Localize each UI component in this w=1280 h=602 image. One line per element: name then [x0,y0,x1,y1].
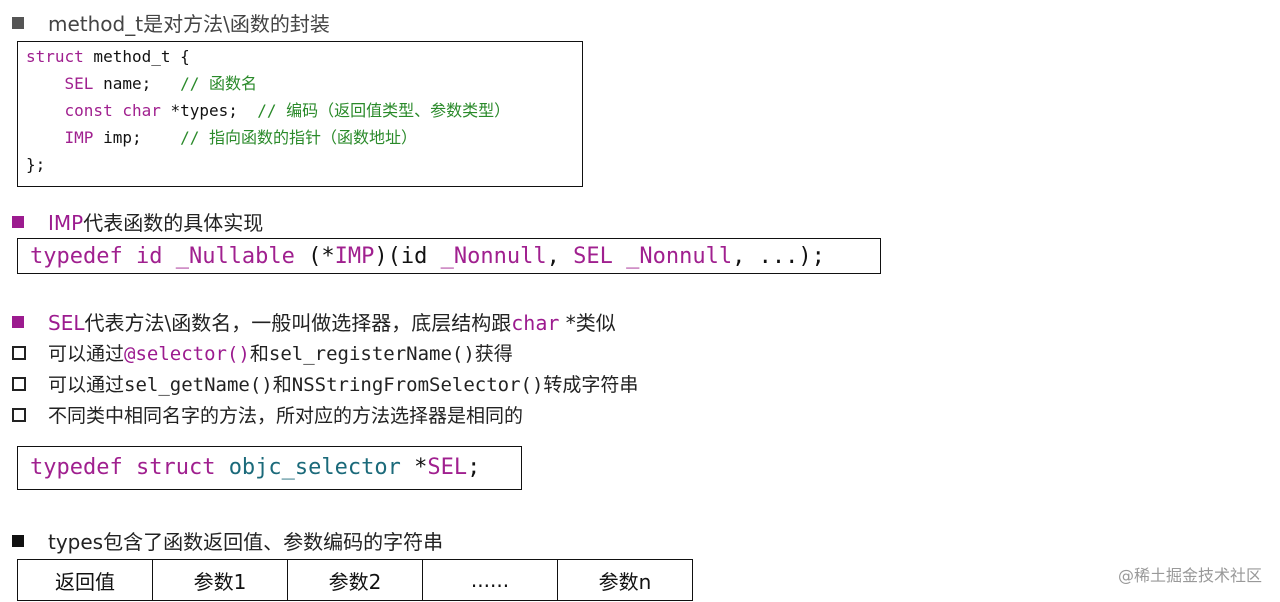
square-bullet-icon [12,534,24,547]
code-type: id [122,244,176,269]
bullet-text: 可以通过sel_getName()和NSStringFromSelector()… [48,370,638,397]
bullet-text-part: 获得 [474,343,513,365]
heading-types: types包含了函数返回值、参数编码的字符串 [12,526,443,555]
code-comment: // 函数名 [180,74,258,93]
bullet-text-part: 可以通过 [48,343,125,365]
bullet-text: 不同类中相同名字的方法，所对应的方法选择器是相同的 [48,405,524,427]
heading-keyword: SEL [48,311,85,335]
imp-typedef-block: typedef id _Nullable (*IMP)(id _Nonnull,… [17,238,881,274]
square-bullet-icon [12,315,24,328]
code-text: name; [93,74,181,93]
code-line-1: struct method_t { [26,49,190,65]
code-type: IMP [334,244,375,269]
imp-typedef-line: typedef id _Nullable (*IMP)(id _Nonnull,… [30,246,825,268]
sel-bullet-2: 可以通过sel_getName()和NSStringFromSelector()… [12,370,638,397]
heading-method-t: method_t是对方法\函数的封装 [12,8,330,37]
code-text: imp; [93,128,181,147]
heading-keyword: IMP [48,211,84,235]
table-cell-param2: 参数2 [287,559,423,601]
code-text: )(id [374,244,441,269]
hollow-square-icon [12,345,26,360]
code-text: , ...); [732,244,825,269]
sel-bullet-3: 不同类中相同名字的方法，所对应的方法选择器是相同的 [12,401,523,428]
bullet-code: sel_registerName() [268,343,475,365]
code-text: ; [467,455,481,480]
heading-sel: SEL代表方法\函数名，一般叫做选择器，底层结构跟char *类似 [12,307,616,336]
table-cell-paramn: 参数n [557,559,693,601]
code-keyword: _Nullable [175,244,295,269]
code-keyword: typedef [30,244,123,269]
code-text: * [400,455,428,480]
code-keyword: _Nonnull [626,244,733,269]
bullet-code: @selector() [124,343,250,365]
heading-char-keyword: char [511,311,560,335]
square-bullet-icon [12,215,24,228]
watermark: @稀土掘金技术社区 [1117,566,1262,585]
heading-text: IMP代表函数的具体实现 [48,207,263,236]
code-text [613,244,626,269]
heading-rest: 代表函数的具体实现 [83,211,264,235]
hollow-square-icon [12,376,26,391]
bullet-text-part: 转成字符串 [543,374,639,396]
bullet-text-part: 和 [272,374,292,396]
code-type: IMP [26,128,94,147]
code-text: (* [294,244,335,269]
code-text: , [546,244,574,269]
heading-rest: 代表方法\函数名，一般叫做选择器，底层结构跟 [84,311,512,335]
code-type: SEL [573,244,613,269]
code-line-4: IMP imp; // 指向函数的指针（函数地址） [26,128,418,147]
heading-imp: IMP代表函数的具体实现 [12,207,263,236]
table-cell-return: 返回值 [17,559,153,601]
code-comment: // 编码（返回值类型、参数类型） [257,101,511,120]
code-keyword: struct [122,455,229,480]
heading-rest: 包含了函数返回值、参数编码的字符串 [103,530,444,554]
table-row: 返回值 参数1 参数2 ...... 参数n [17,559,693,601]
bullet-code: sel_getName() [124,374,273,396]
code-type: const char [26,101,161,120]
code-line-5: }; [26,155,46,174]
code-keyword: struct [26,47,84,66]
heading-suffix: *类似 [559,311,616,335]
sel-bullet-1: 可以通过@selector()和sel_registerName()获得 [12,339,513,366]
heading-keyword: types [48,530,104,554]
code-type: objc_selector [228,455,401,480]
table-cell-param1: 参数1 [152,559,288,601]
method-t-code-block: struct method_t { SEL name; // 函数名 const… [17,41,583,187]
sel-typedef-line: typedef struct objc_selector *SEL; [30,457,480,479]
square-bullet-icon [12,16,24,29]
bullet-text-part: 可以通过 [48,374,125,396]
bullet-code: NSStringFromSelector() [291,374,544,396]
heading-text: types包含了函数返回值、参数编码的字符串 [48,526,443,555]
bullet-text: 可以通过@selector()和sel_registerName()获得 [48,339,513,366]
heading-text: SEL代表方法\函数名，一般叫做选择器，底层结构跟char *类似 [48,307,616,336]
bullet-text-part: 和 [249,343,269,365]
code-keyword: _Nonnull [440,244,547,269]
code-line-2: SEL name; // 函数名 [26,74,258,93]
code-line-3: const char *types; // 编码（返回值类型、参数类型） [26,101,511,120]
code-type: SEL [26,74,94,93]
sel-typedef-block: typedef struct objc_selector *SEL; [17,446,522,490]
heading-text: method_t是对方法\函数的封装 [48,12,330,36]
code-text: method_t { [83,47,190,66]
hollow-square-icon [12,407,26,422]
code-text: *types; [160,101,258,120]
types-encoding-table: 返回值 参数1 参数2 ...... 参数n [17,559,693,601]
code-comment: // 指向函数的指针（函数地址） [180,128,418,147]
code-type: SEL [427,455,468,480]
code-keyword: typedef [30,455,123,480]
table-cell-ellipsis: ...... [422,559,558,601]
